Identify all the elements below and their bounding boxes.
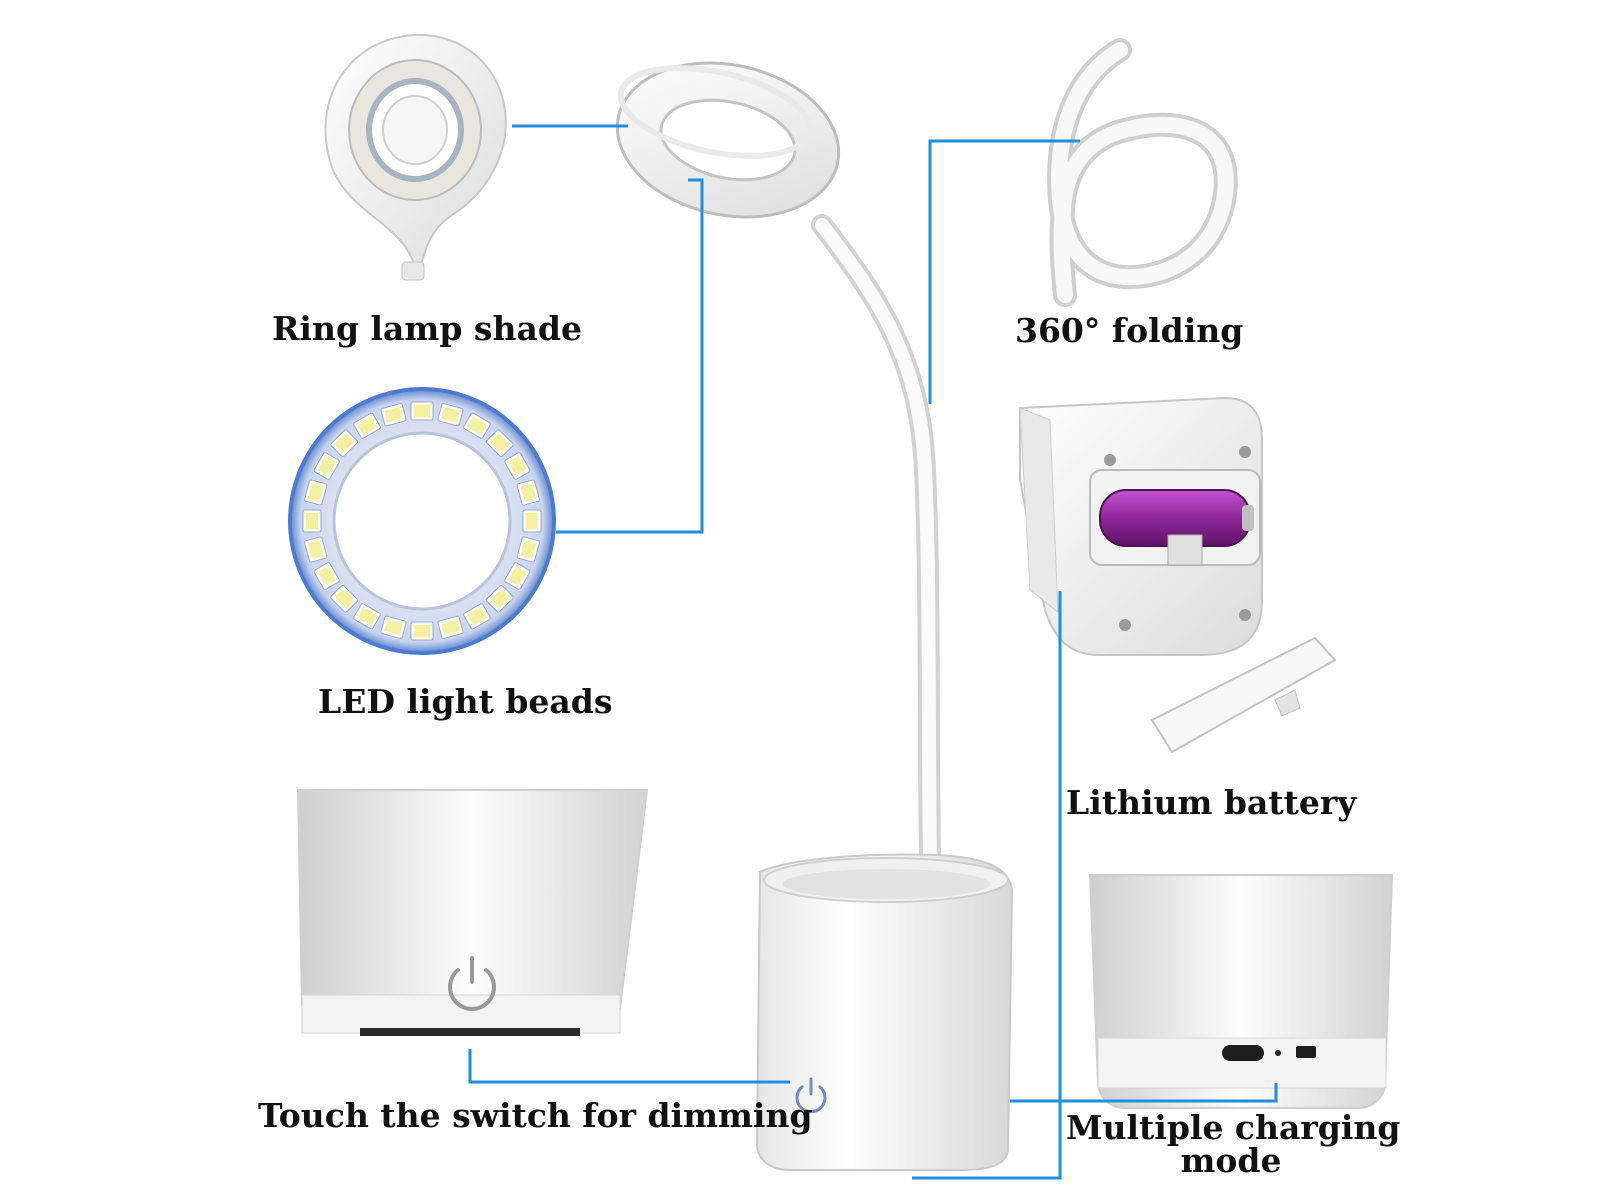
leader-fold (928, 139, 1080, 404)
led-bead (504, 452, 531, 480)
led-bead (330, 429, 359, 458)
base-power-icon (795, 1077, 827, 1114)
led-bead (437, 403, 464, 427)
led-bead (410, 401, 434, 421)
led-bead (330, 584, 359, 613)
led-bead (437, 615, 464, 639)
touch-switch-image (296, 789, 649, 1036)
led-bead (313, 562, 340, 590)
ring-lamp-shade-label: Ring lamp shade (272, 309, 582, 348)
ring-lamp-shade-image (324, 33, 507, 281)
gooseneck-image (1047, 38, 1238, 307)
led-bead-group (302, 401, 542, 641)
led-beads-label: LED light beads (318, 682, 613, 721)
led-bead (485, 429, 514, 458)
touch-switch-label: Touch the switch for dimming (258, 1096, 813, 1135)
lithium-battery-label: Lithium battery (1066, 783, 1357, 822)
desk-lamp-image (615, 61, 1014, 1171)
led-bead (304, 536, 328, 563)
led-bead (485, 584, 514, 613)
led-bead (504, 562, 531, 590)
leader-lines (468, 124, 1278, 1180)
led-bead (353, 412, 381, 439)
led-bead (353, 603, 381, 630)
folding-label: 360° folding (1015, 311, 1244, 350)
power-icon (448, 956, 496, 1011)
leader-battery (912, 591, 1062, 1180)
charging-mode-line-2: mode (1180, 1141, 1282, 1180)
led-bead (410, 621, 434, 641)
led-bead (380, 403, 407, 427)
led-bead (522, 509, 542, 533)
led-beads-image (288, 387, 556, 655)
led-bead (304, 479, 328, 506)
charging-mode-line-1: Multiple charging (1066, 1108, 1401, 1147)
led-bead (313, 452, 340, 480)
charging-mode-label: Multiple charging mode (1066, 1108, 1401, 1180)
led-bead (516, 536, 540, 563)
leader-touch (468, 1049, 790, 1084)
leader-charge (1010, 1083, 1278, 1103)
led-bead (463, 412, 491, 439)
led-bead (380, 615, 407, 639)
led-bead (516, 479, 540, 506)
lithium-battery-image (1019, 396, 1337, 754)
leader-led (556, 178, 704, 534)
charging-ports-image (1088, 874, 1394, 1109)
led-bead (463, 603, 491, 630)
led-bead (302, 509, 322, 533)
